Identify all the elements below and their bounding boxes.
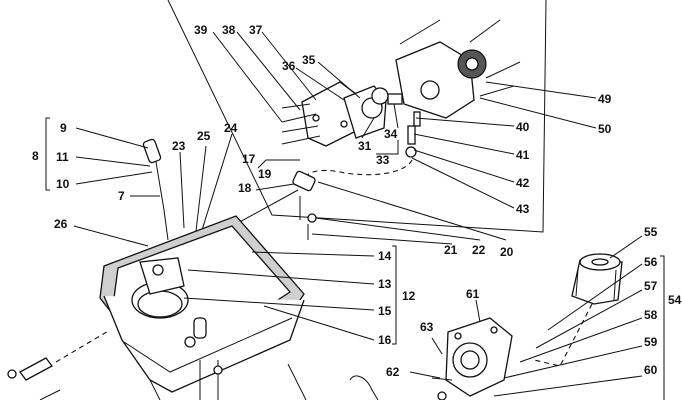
oil-pump-assembly (281, 19, 521, 179)
label-8: 8 (32, 149, 39, 163)
label-38: 38 (222, 23, 236, 37)
oil-pickup (139, 257, 185, 295)
label-7: 7 (118, 189, 125, 203)
label-42: 42 (516, 176, 530, 190)
pump-gear (371, 87, 389, 105)
label-41: 41 (516, 148, 530, 162)
oil-pan-body (103, 295, 305, 393)
drain-pipe (7, 329, 111, 400)
label-25: 25 (197, 129, 211, 143)
label-39: 39 (194, 23, 208, 37)
pump-body-bore (420, 80, 440, 100)
drain-pipe-part (19, 357, 53, 381)
sprocket-hub (465, 57, 479, 71)
label-62: 62 (386, 365, 400, 379)
label-59: 59 (644, 335, 658, 349)
inset-leaders (212, 31, 597, 209)
cover-bolt-hole (312, 114, 320, 122)
label-18: 18 (238, 181, 252, 195)
relief-valve-plug (405, 146, 417, 158)
label-60: 60 (644, 363, 658, 377)
label-26: 26 (54, 217, 68, 231)
label-19: 19 (258, 167, 272, 181)
label-58: 58 (644, 308, 658, 322)
pan-baffle-part (193, 317, 207, 339)
pump-dowel (387, 93, 403, 105)
label-11: 11 (56, 150, 69, 164)
label-50: 50 (598, 122, 612, 136)
drain-plug (184, 336, 196, 348)
label-63: 63 (420, 320, 434, 334)
label-21: 21 (444, 243, 458, 257)
dipstick-assembly (45, 117, 169, 241)
label-23: 23 (172, 139, 186, 153)
pan-leaders (73, 225, 397, 400)
inset-frame (167, 0, 547, 233)
label-36: 36 (282, 59, 296, 73)
cover-bolt-hole (340, 120, 348, 128)
label-37: 37 (249, 23, 263, 37)
label-56: 56 (644, 255, 658, 269)
label-35: 35 (302, 53, 316, 67)
oil-pan (99, 215, 305, 400)
label-16: 16 (378, 333, 392, 347)
dipstick-cap (142, 138, 162, 164)
label-31: 31 (358, 139, 372, 153)
label-20: 20 (500, 245, 514, 259)
label-22: 22 (472, 243, 486, 257)
pump-pin (413, 111, 421, 127)
label-61: 61 (466, 287, 480, 301)
relief-valve-spring (407, 125, 416, 145)
oil-line-dashed (303, 159, 413, 179)
label-34: 34 (384, 127, 398, 141)
label-24: 24 (224, 121, 238, 135)
label-9: 9 (60, 121, 67, 135)
label-49: 49 (598, 92, 612, 106)
label-15: 15 (378, 304, 392, 318)
oil-filter-assembly (493, 235, 665, 400)
label-10: 10 (56, 177, 70, 191)
label-54: 54 (668, 293, 682, 307)
label-33: 33 (376, 153, 390, 167)
label-12: 12 (402, 289, 416, 303)
part-labels: 39 38 37 36 35 49 50 40 41 42 43 34 31 3… (32, 23, 682, 379)
label-13: 13 (378, 277, 392, 291)
label-40: 40 (516, 120, 530, 134)
label-43: 43 (516, 202, 530, 216)
label-17: 17 (242, 152, 256, 166)
linkage-bracket (292, 170, 316, 192)
label-57: 57 (644, 279, 658, 293)
filter-head-assembly (349, 299, 513, 400)
label-14: 14 (378, 249, 392, 263)
label-55: 55 (644, 225, 658, 239)
pump-body (395, 41, 475, 119)
